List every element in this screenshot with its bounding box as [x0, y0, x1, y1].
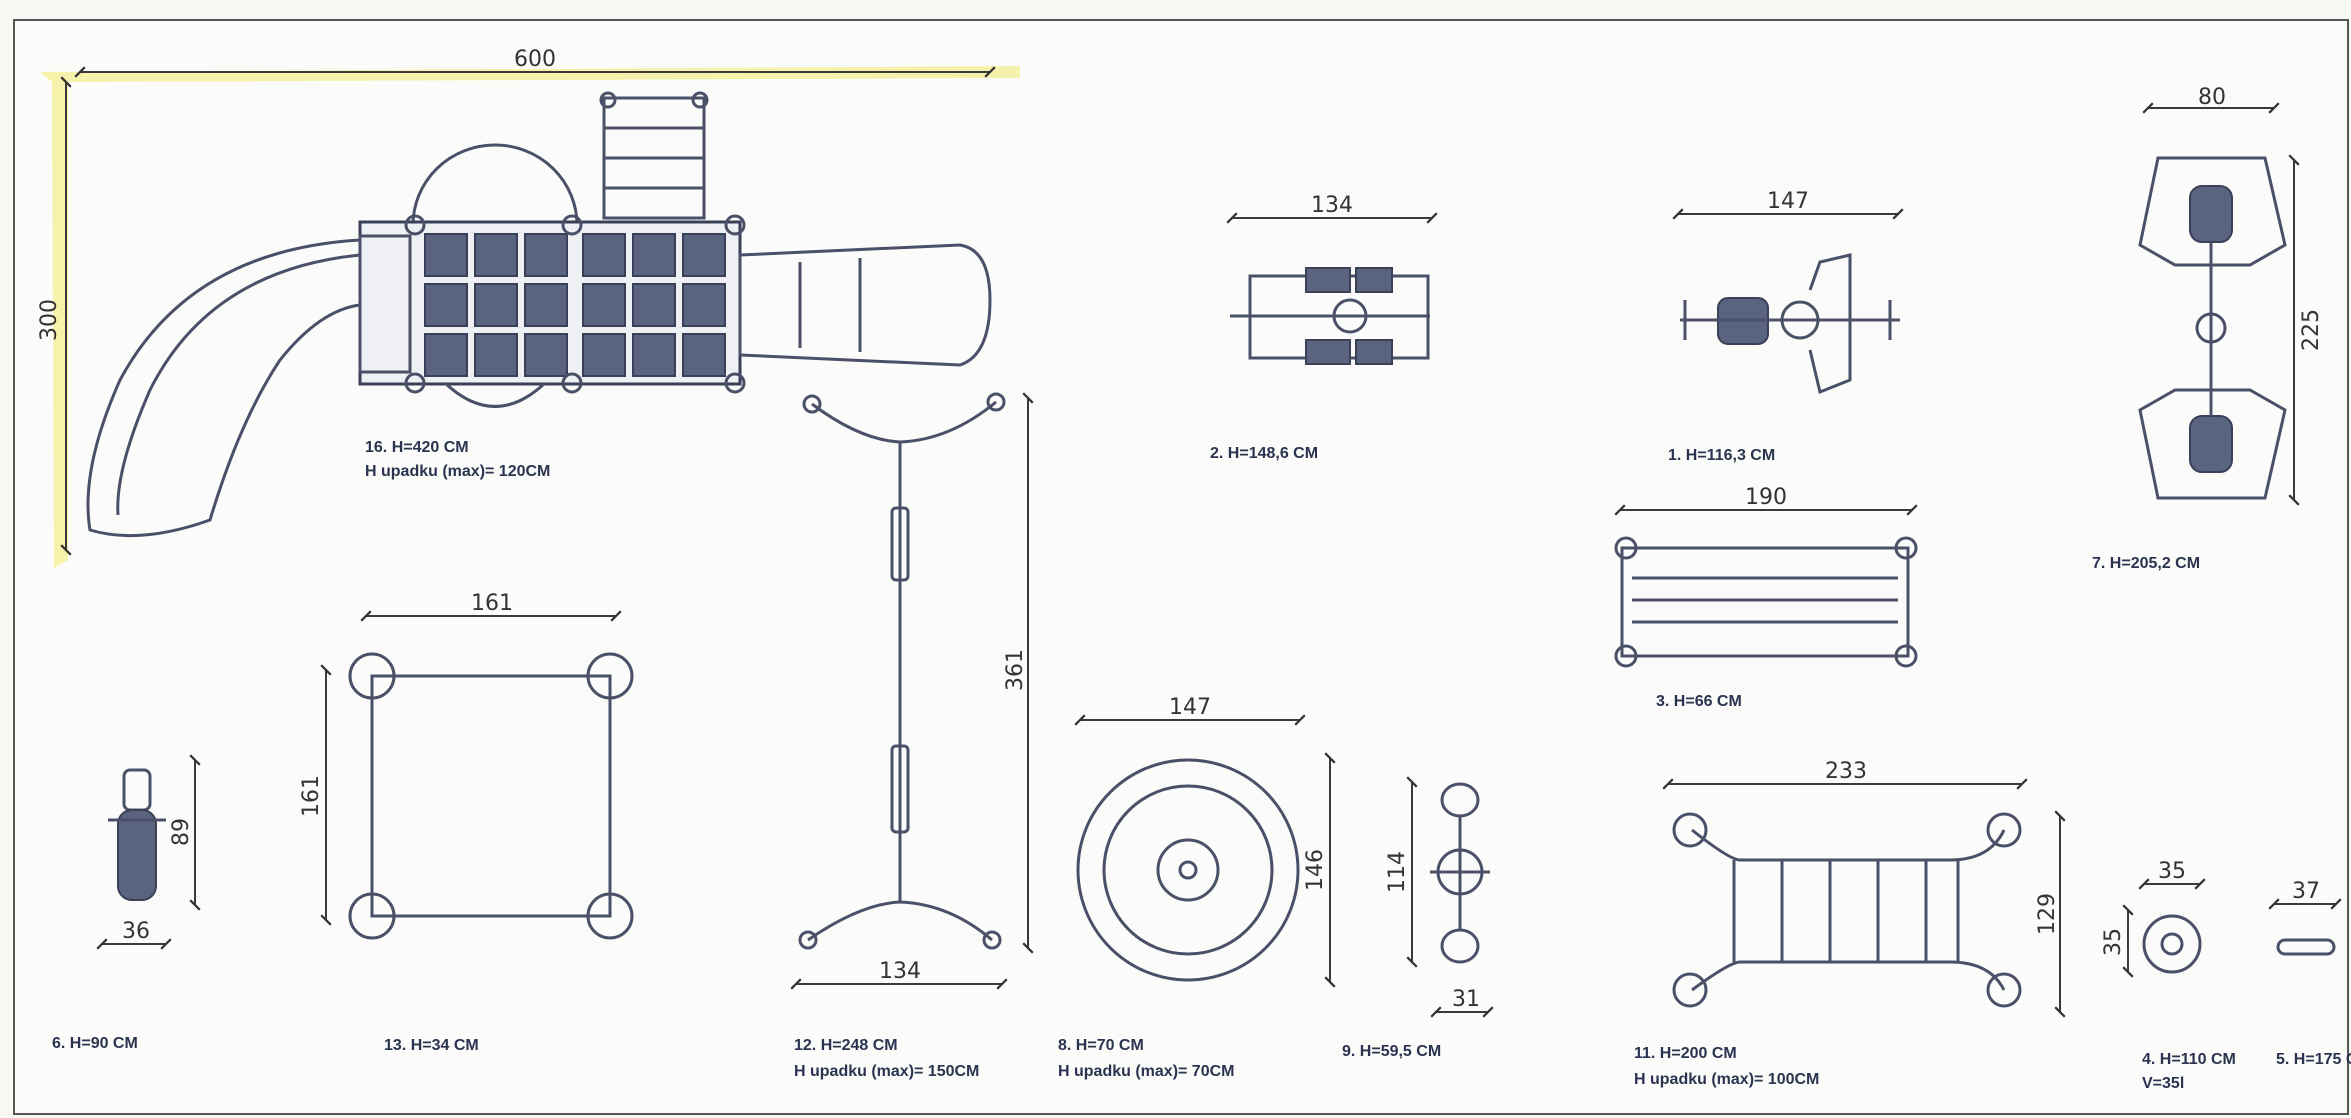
- item-16-fall-height: H upadku (max)= 120CM: [365, 463, 550, 480]
- item-5-height: 5. H=175 C: [2276, 1051, 2351, 1068]
- item-16-play-tower: 600 300: [37, 47, 996, 556]
- item-5-equipment: 37 5. H=175 C: [2268, 879, 2351, 1068]
- dim-label-233: 233: [1825, 759, 1867, 784]
- item-13-equipment: 161 161 13. H=34 CM: [299, 591, 634, 1054]
- dim-label-147-bottom: 147: [1169, 695, 1211, 720]
- dim-label-36: 36: [122, 919, 150, 944]
- dim-label-37: 37: [2292, 879, 2320, 904]
- item-1-equipment: 147 1. H=116,3 CM: [1668, 189, 1904, 464]
- deck-panels-right: [582, 233, 726, 377]
- item-11-equipment: 233 129 11. H=200 CM H upadku (max)= 100…: [1634, 759, 2066, 1088]
- item-12-top-arms: [811, 400, 997, 444]
- dim-label-80: 80: [2198, 85, 2226, 110]
- dim-label-35-top: 35: [2158, 859, 2186, 884]
- dim-label-134-bottom: 134: [879, 959, 921, 984]
- slide-outline: [86, 238, 361, 538]
- dim-label-190: 190: [1745, 485, 1787, 510]
- item-9-equipment: 114 31 9. H=59,5 CM: [1342, 776, 1494, 1060]
- item-12-fall-height: H upadku (max)= 150CM: [794, 1063, 979, 1080]
- item-2-equipment: 134 2. H=148,6 CM: [1210, 193, 1438, 462]
- item-7-equipment: 80 225 7. H=205,2 CM: [2092, 85, 2324, 572]
- dim-label-129: 129: [2035, 893, 2060, 935]
- tunnel-tube: [738, 243, 992, 367]
- item-8-height: 8. H=70 CM: [1058, 1037, 1144, 1054]
- slide-inner-rail: [116, 253, 361, 516]
- item-4-bin: [2142, 914, 2202, 974]
- dim-label-225: 225: [2299, 309, 2324, 351]
- item-7-bottom-frame: [2138, 388, 2287, 500]
- dim-label-35-left: 35: [2101, 928, 2126, 956]
- item-13-height: 13. H=34 CM: [384, 1037, 479, 1054]
- item-11-fall-height: H upadku (max)= 100CM: [1634, 1071, 1819, 1088]
- dim-label-147-top: 147: [1767, 189, 1809, 214]
- item-9-height: 9. H=59,5 CM: [1342, 1043, 1441, 1060]
- item-8-outer-ring: [1076, 758, 1300, 982]
- item-16-height: 16. H=420 CM: [365, 439, 469, 456]
- slide-entry: [358, 234, 412, 374]
- dim-label-89: 89: [169, 818, 194, 846]
- item-11-height: 11. H=200 CM: [1634, 1045, 1737, 1062]
- item-7-height: 7. H=205,2 CM: [2092, 555, 2200, 572]
- item-7-top-frame: [2138, 156, 2287, 267]
- item-4-height: 4. H=110 CM: [2142, 1051, 2236, 1068]
- dim-label-134-top: 134: [1311, 193, 1353, 218]
- item-5-bar: [2276, 938, 2336, 956]
- item-8-fall-height: H upadku (max)= 70CM: [1058, 1063, 1234, 1080]
- item-12-equipment: 361 134 12. H=248 CM H upadku (max)= 150…: [790, 392, 1034, 1080]
- item-1-height: 1. H=116,3 CM: [1668, 447, 1775, 464]
- dim-label-161-top: 161: [471, 591, 513, 616]
- item-3-frame: [1620, 546, 1910, 658]
- dim-label-361: 361: [1003, 649, 1028, 691]
- sheet-border: [13, 19, 2349, 1115]
- item-3-height: 3. H=66 CM: [1656, 693, 1742, 710]
- dim-label-161-left: 161: [299, 775, 324, 817]
- dim-label-114: 114: [1385, 851, 1410, 893]
- dim-label-146: 146: [1303, 849, 1328, 891]
- item-6-equipment: 89 36 6. H=90 CM: [52, 754, 201, 1052]
- dim-label-300: 300: [37, 299, 62, 341]
- item-4-equipment: 35 35 4. H=110 CM V=35l: [2101, 859, 2236, 1092]
- dim-label-600: 600: [514, 47, 556, 72]
- item-12-height: 12. H=248 CM: [794, 1037, 898, 1054]
- item-4-volume: V=35l: [2142, 1075, 2184, 1092]
- item-3-equipment: 190 3. H=66 CM: [1614, 485, 1918, 710]
- dim-label-31: 31: [1452, 987, 1480, 1012]
- deck-panels-left: [424, 233, 568, 377]
- item-8-equipment: 147 146 8. H=70 CM H upadku (max)= 70CM: [1058, 695, 1336, 1080]
- item-1-handles: [1808, 253, 1852, 395]
- item-2-height: 2. H=148,6 CM: [1210, 445, 1318, 462]
- item-6-body: [117, 809, 157, 901]
- item-13-frame: [370, 674, 612, 918]
- item-6-height: 6. H=90 CM: [52, 1035, 138, 1052]
